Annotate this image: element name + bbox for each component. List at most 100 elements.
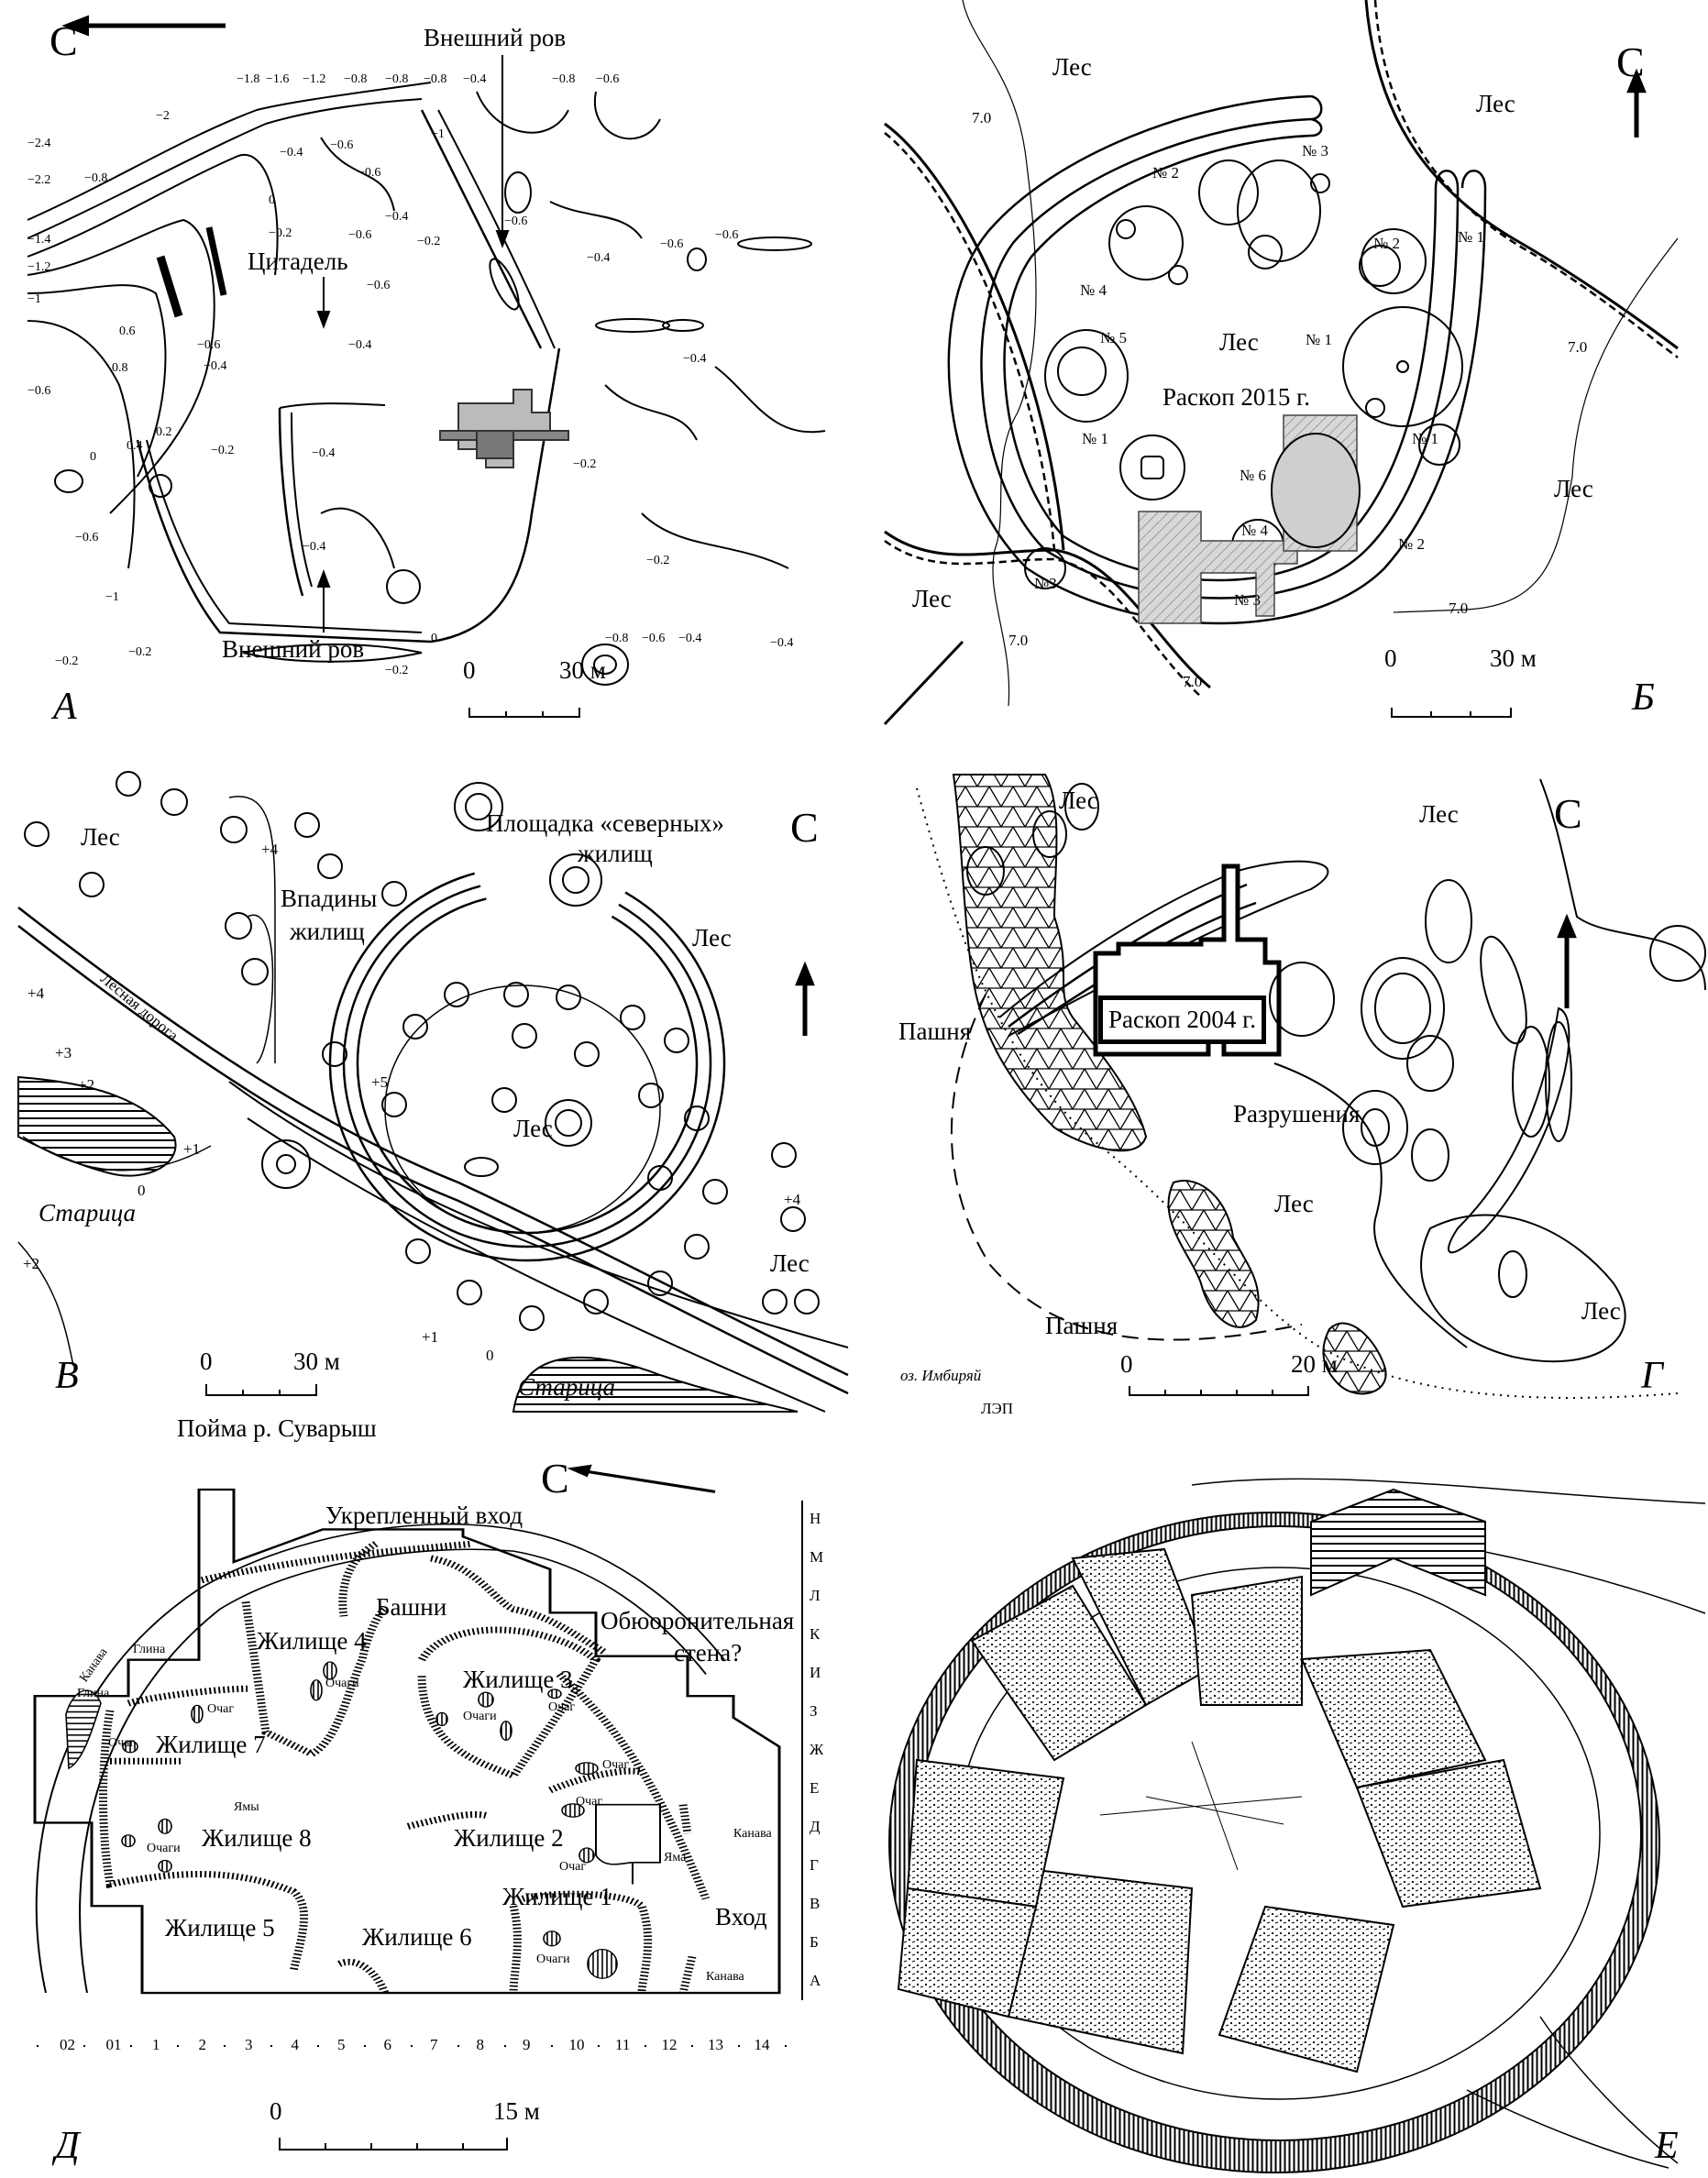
label-contour: −0.6 xyxy=(642,632,666,645)
label-destruction: Разрушения xyxy=(1233,1100,1361,1128)
label-contour: 0.2 xyxy=(156,425,172,439)
label-dwelling: № 1 xyxy=(1082,430,1108,447)
grid-col-label: 10 xyxy=(568,2036,585,2053)
dwellings xyxy=(897,1547,1542,2074)
north-label-v: С xyxy=(790,804,819,851)
label-hearths: Очаги xyxy=(325,1677,359,1690)
label-hearth: Очаг xyxy=(548,1700,576,1714)
label-north-platform: Площадка «северных» xyxy=(486,809,724,837)
label-contour: −1.2 xyxy=(303,72,326,86)
scale-zero-d: 0 xyxy=(270,2097,282,2125)
label-hearth: Очаг xyxy=(108,1736,136,1750)
label-contour: −0.8 xyxy=(385,72,409,86)
label-contour: 0 xyxy=(431,632,437,645)
label-forest: Лес xyxy=(513,1115,553,1142)
label-clay: Глина xyxy=(133,1643,166,1656)
label-contour: 0 xyxy=(269,193,275,207)
grid-row-label: Г xyxy=(810,1856,819,1874)
label-pits: Ямы xyxy=(234,1800,259,1814)
grid-row-label: В xyxy=(810,1895,821,1912)
north-arrow-d xyxy=(567,1464,592,1478)
label-contour: +1 xyxy=(422,1328,439,1346)
label-dwelling: Жилище 5 xyxy=(165,1914,275,1942)
label-outer-ditch-bottom: Внешний ров xyxy=(222,635,365,663)
label-defensive-wall: Обюоронительная xyxy=(601,1607,795,1634)
label-contour: −0.8 xyxy=(84,171,108,185)
label-contour: +4 xyxy=(784,1191,801,1208)
grid-col-label: 14 xyxy=(754,2036,770,2053)
grid-col-label: 1 xyxy=(152,2036,160,2053)
label-hearth: Очаг xyxy=(207,1702,235,1716)
label-contour: 0 xyxy=(138,1182,146,1199)
label-contour: −2 xyxy=(156,109,170,123)
scale-bar-d xyxy=(279,2138,508,2150)
grid-col-label: 2 xyxy=(198,2036,207,2053)
label-contour: −0.4 xyxy=(770,636,794,650)
label-forest: Лес xyxy=(1274,1190,1314,1217)
label-contour: +1 xyxy=(183,1140,201,1158)
label-dwelling: № 1 xyxy=(1458,228,1484,246)
panel-letter-v: В xyxy=(55,1355,79,1397)
label-contour: −0.6 xyxy=(715,228,739,242)
label-dwelling: № 1 xyxy=(1306,331,1332,348)
grid-row-label: М xyxy=(810,1548,824,1566)
label-contour: −1.2 xyxy=(28,260,51,274)
label-hearth: Очаг xyxy=(602,1758,630,1772)
label-contour: −2.4 xyxy=(28,137,51,150)
label-contour: −0.2 xyxy=(128,645,152,659)
label-contour: −0.4 xyxy=(678,632,702,645)
label-entrance: Вход xyxy=(715,1903,767,1930)
gate-tower xyxy=(1310,1488,1486,1597)
label-contour: −0.8 xyxy=(344,72,368,86)
label-contour: 0.4 xyxy=(127,439,143,453)
label-forest: Лес xyxy=(1219,328,1259,356)
grid-col-label: 02 xyxy=(60,2036,75,2053)
panel-letter-e: Е xyxy=(1655,2125,1679,2167)
label-contour: −0.2 xyxy=(211,444,235,457)
north-arrow-a xyxy=(61,15,89,37)
label-contour: −0.6 xyxy=(75,531,99,544)
label-contour: +3 xyxy=(55,1044,72,1062)
grid-col-label: 4 xyxy=(291,2036,300,2053)
label-dwelling: Жилище 8 xyxy=(202,1824,312,1852)
label-dwelling: № 1 xyxy=(1412,430,1438,447)
excavation-area-a xyxy=(439,389,569,468)
label-contour: −0.4 xyxy=(385,210,409,224)
label-dwelling: № 4 xyxy=(1241,522,1268,539)
label-oxbow: Старица xyxy=(518,1373,616,1401)
north-label-g: С xyxy=(1554,790,1582,837)
scale-zero-v: 0 xyxy=(200,1348,213,1375)
label-contour: −0.8 xyxy=(552,72,576,86)
label-north-platform: жилищ xyxy=(578,840,653,867)
label-contour: −0.8 xyxy=(605,632,629,645)
label-contour: −0.4 xyxy=(463,72,487,86)
grid-row-label: З xyxy=(810,1702,818,1720)
panel-v-site-plan xyxy=(17,771,849,1413)
label-floodplain: Пойма р. Суварыш xyxy=(177,1414,377,1442)
label-pit: Яма xyxy=(664,1851,687,1864)
north-arrow-v xyxy=(795,961,815,986)
label-contour: −1.8 xyxy=(237,72,260,86)
panel-letter-b: Б xyxy=(1632,676,1655,719)
panel-letter-d: Д xyxy=(55,2125,80,2167)
label-contour: 7.0 xyxy=(972,109,992,126)
label-contour: −1.6 xyxy=(266,72,290,86)
grid-col-label: 11 xyxy=(615,2036,631,2053)
label-excavation-2004: Раскоп 2004 г. xyxy=(1098,996,1266,1044)
label-forest: Лес xyxy=(1554,475,1593,502)
label-contour: +4 xyxy=(261,841,279,858)
label-contour: 0 xyxy=(486,1347,494,1364)
grid-col-label: 9 xyxy=(523,2036,531,2053)
label-canal: Канава xyxy=(706,1970,744,1984)
label-forest: Лес xyxy=(1059,786,1098,814)
label-dwelling: №3 xyxy=(1034,575,1057,592)
grid-col-label: 3 xyxy=(245,2036,253,2053)
grid-col-label: 7 xyxy=(430,2036,438,2053)
label-forest: Лес xyxy=(692,924,732,952)
label-dwelling-pits: Впадины xyxy=(281,885,378,912)
scale-end-g: 20 м xyxy=(1291,1350,1338,1378)
label-dwelling: № 6 xyxy=(1240,467,1266,484)
label-contour: −0.4 xyxy=(204,359,227,373)
label-contour: −0.4 xyxy=(587,251,611,265)
